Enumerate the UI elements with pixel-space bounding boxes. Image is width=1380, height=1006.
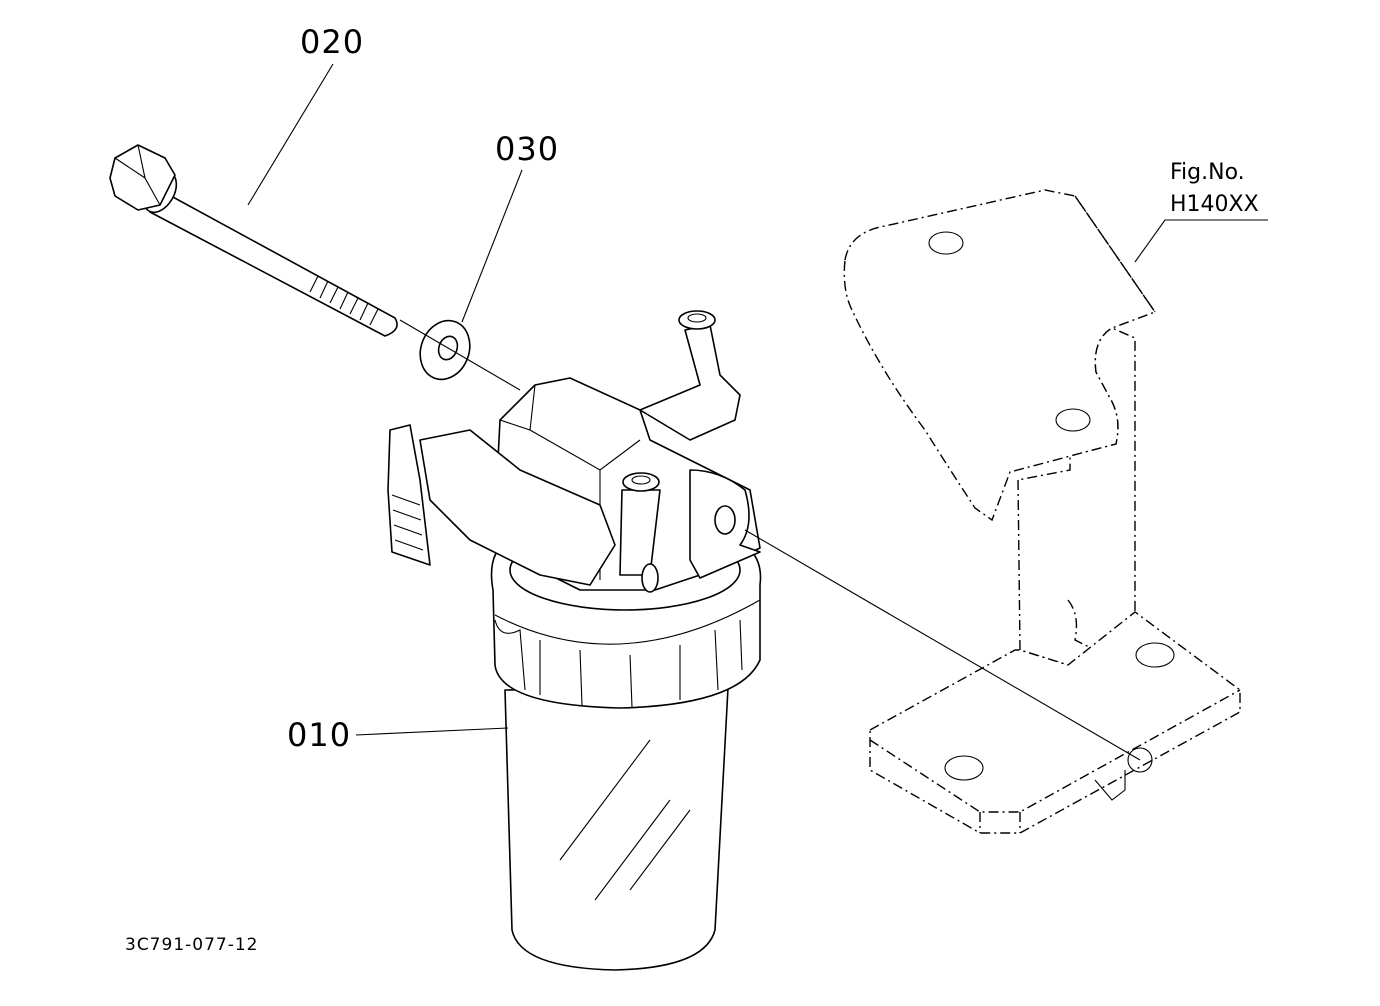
figure-ref-line1: Fig.No. [1170, 160, 1245, 185]
bracket-bolt-hole [1127, 747, 1153, 773]
shutoff-cock [419, 429, 616, 586]
outlet-pipe [639, 324, 741, 441]
bracket-base-front [979, 812, 1021, 833]
leader-010 [355, 727, 509, 736]
bracket-hole-3 [944, 755, 984, 781]
figure-ref-line2: H140XX [1170, 192, 1259, 217]
bolt-020 [109, 144, 398, 337]
ring-nut-top [494, 599, 761, 645]
bracket-upper-plate [843, 189, 1157, 522]
washer-030 [419, 319, 471, 381]
outlet-nipple-bore [687, 313, 707, 323]
bracket-hole-1 [928, 231, 964, 255]
leader-030 [461, 169, 523, 323]
ring-nut-flats [494, 619, 743, 708]
bowl-glare-3 [629, 809, 691, 891]
bracket-base-edge [869, 689, 1241, 813]
drawing-code: 3C791-077-12 [125, 935, 259, 955]
assembly-axis-1 [399, 319, 521, 391]
bracket-upper-edge [1074, 195, 1156, 313]
washer-inner [437, 335, 459, 361]
bracket-base-plate [869, 611, 1241, 834]
bowl-glare-2 [594, 799, 671, 901]
bolt-shank [149, 189, 398, 337]
inlet-nipple [622, 472, 660, 492]
shutoff-lever [387, 424, 431, 566]
washer-outer [419, 319, 471, 381]
bolt-hex-edge [114, 144, 161, 206]
lever-grip [391, 494, 424, 551]
callout-020: 020 [300, 23, 365, 61]
inlet-nipple-bore [631, 475, 651, 485]
callout-010: 010 [287, 716, 352, 754]
assembly-axis-2 [744, 529, 1141, 761]
filter-bowl [504, 687, 729, 971]
leader-020 [247, 63, 334, 206]
banjo-eye [689, 469, 761, 579]
drain-plug [641, 563, 659, 593]
bracket-web-notch [1067, 599, 1096, 765]
outlet-nipple [678, 310, 716, 330]
leader-lines [247, 63, 1268, 761]
bracket-hole-4 [1135, 642, 1175, 668]
bracket-hole-2 [1055, 408, 1091, 432]
bowl-glare-1 [559, 739, 651, 861]
bracket-tab [1094, 770, 1126, 801]
callout-030: 030 [495, 130, 560, 168]
banjo-eye-hole [714, 505, 736, 535]
bolt-thread [309, 275, 379, 326]
leader-figref [1134, 219, 1268, 263]
mounting-bracket [843, 189, 1241, 834]
fuel-filter-010 [387, 310, 762, 971]
